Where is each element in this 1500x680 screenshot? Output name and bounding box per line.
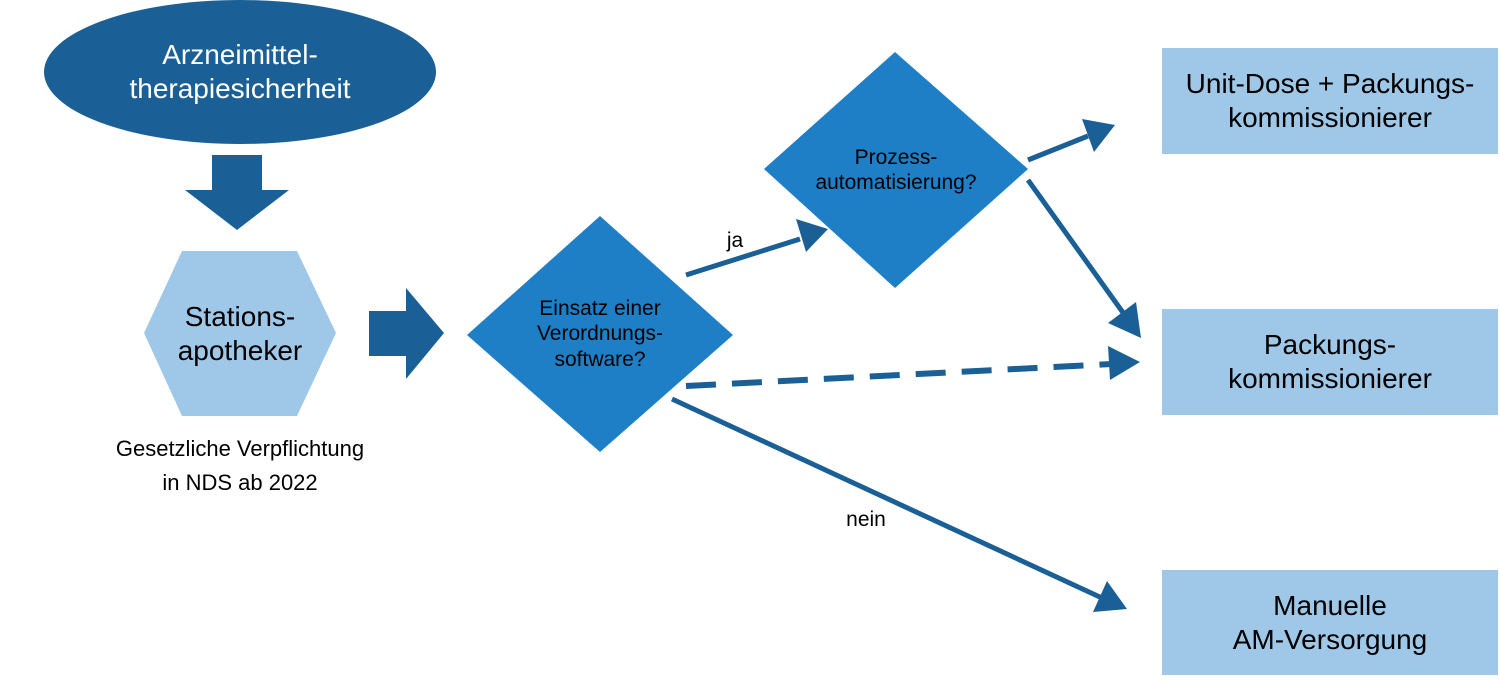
right-block-arrow — [369, 288, 444, 379]
arrow-no — [670, 396, 1127, 612]
arrow-dashed-to-packing — [685, 346, 1140, 389]
outcome-box-packing — [1162, 309, 1498, 415]
arrow-to-unit-dose — [1027, 119, 1115, 163]
outcome-box-unit-dose — [1162, 48, 1498, 154]
arrow-to-packing — [1025, 178, 1141, 338]
decision-diamond-software — [467, 216, 733, 452]
outcome-box-manual — [1162, 570, 1498, 675]
start-ellipse — [44, 0, 436, 144]
pharmacist-hexagon — [144, 251, 336, 416]
down-block-arrow — [185, 155, 289, 230]
decision-diamond-automation — [764, 52, 1028, 288]
arrow-yes — [685, 219, 828, 278]
